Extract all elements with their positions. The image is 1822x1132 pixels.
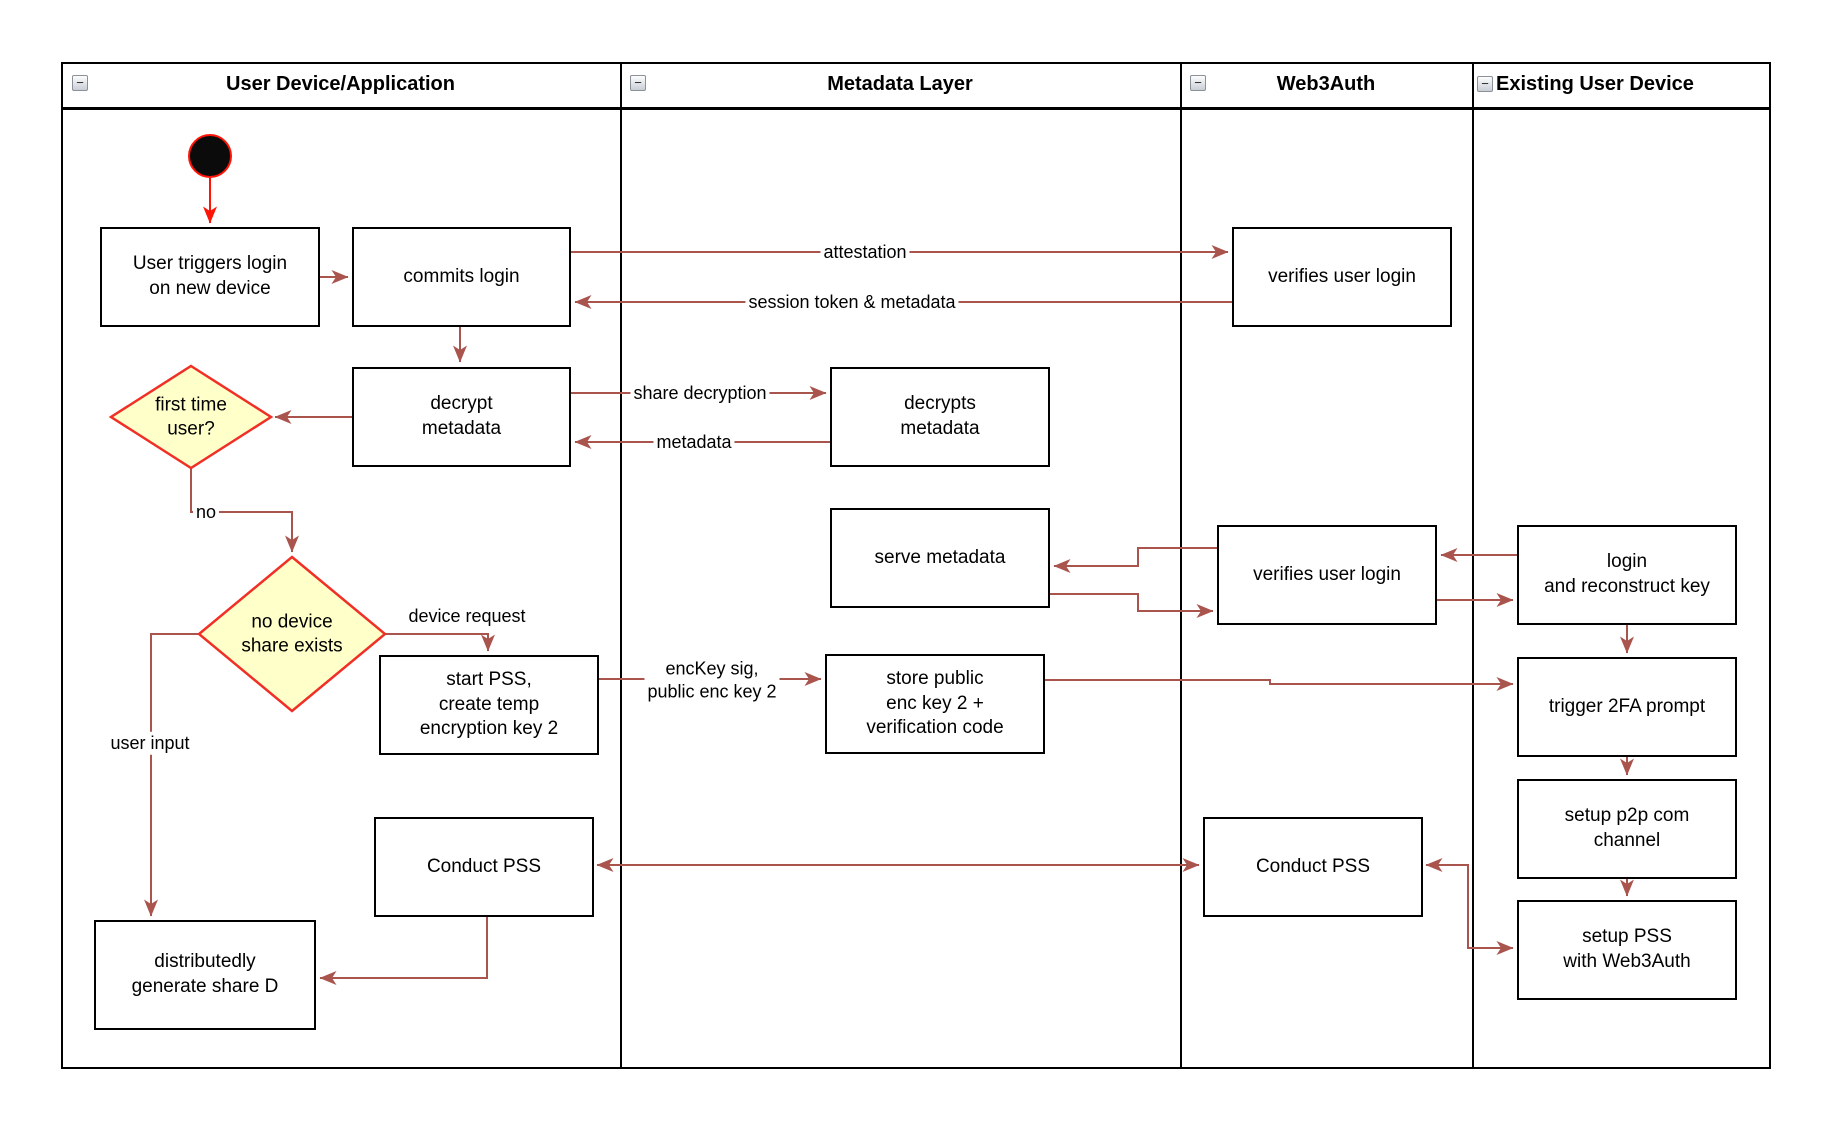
node-start-pss[interactable]: start PSS, create temp encryption key 2 (379, 655, 599, 755)
edge-store-to-trigger-2fa (1045, 677, 1514, 691)
node-verifies-user-login-1[interactable]: verifies user login (1232, 227, 1452, 327)
node-conduct-pss-user[interactable]: Conduct PSS (374, 817, 594, 917)
collapse-icon-metadata-lane[interactable]: − (630, 75, 646, 91)
edge-label-device-request: device request (405, 604, 529, 628)
edge-label-metadata: metadata (653, 430, 735, 454)
node-verifies-user-login-2[interactable]: verifies user login (1217, 525, 1437, 625)
edge-label-session-token: session token & metadata (745, 290, 959, 314)
edge-verifies2-to-serve (1053, 547, 1217, 573)
node-commits-login[interactable]: commits login (352, 227, 571, 327)
node-user-triggers-login[interactable]: User triggers login on new device (100, 227, 320, 327)
lane-header-web3auth[interactable]: Web3Auth (1276, 73, 1376, 95)
lane-separator-1 (620, 62, 622, 1069)
node-decrypt-metadata[interactable]: decrypt metadata (352, 367, 571, 467)
node-setup-pss-web3auth[interactable]: setup PSS with Web3Auth (1517, 900, 1737, 1000)
node-distributedly-generate-share[interactable]: distributedly generate share D (94, 920, 316, 1030)
diamond-label-no-device-share: no device share exists (241, 611, 343, 656)
node-serve-metadata[interactable]: serve metadata (830, 508, 1050, 608)
edge-label-user-input: user input (107, 731, 193, 755)
edge-setup-pss-conduct-pair (1425, 858, 1514, 955)
node-store-public-enc-key[interactable]: store public enc key 2 + verification co… (825, 654, 1045, 754)
edge-serve-to-verifies2 (1050, 593, 1214, 618)
edge-label-no: no (192, 500, 220, 524)
edge-conduct-to-distrib (319, 917, 488, 985)
node-setup-p2p-channel[interactable]: setup p2p com channel (1517, 779, 1737, 879)
edge-user-input (144, 633, 199, 917)
collapse-icon-web3auth-lane[interactable]: − (1190, 75, 1206, 91)
lane-separator-3 (1472, 62, 1474, 1069)
lane-header-divider (61, 107, 1771, 110)
diamond-first-time-user[interactable] (108, 364, 274, 470)
collapse-icon-existing-device-lane[interactable]: − (1477, 76, 1493, 92)
lane-separator-2 (1180, 62, 1182, 1069)
lane-header-user-device[interactable]: User Device/Application (226, 73, 455, 95)
lane-header-existing-user-device[interactable]: Existing User Device (1496, 73, 1694, 95)
diamond-no-device-share[interactable] (197, 555, 387, 713)
node-trigger-2fa-prompt[interactable]: trigger 2FA prompt (1517, 657, 1737, 757)
collapse-icon-user-device-lane[interactable]: − (72, 75, 88, 91)
node-decrypts-metadata[interactable]: decrypts metadata (830, 367, 1050, 467)
edge-device-request (385, 633, 495, 652)
start-node[interactable] (188, 134, 232, 178)
edge-label-attestation: attestation (820, 240, 910, 264)
edge-label-share-decryption: share decryption (630, 381, 770, 405)
node-conduct-pss-web3auth[interactable]: Conduct PSS (1203, 817, 1423, 917)
edge-no-branch (190, 468, 299, 553)
node-login-reconstruct-key[interactable]: login and reconstruct key (1517, 525, 1737, 625)
lane-header-metadata-layer[interactable]: Metadata Layer (827, 73, 973, 95)
edge-label-enckey-sig: encKey sig, public enc key 2 (644, 657, 780, 703)
diamond-label-first-time-user: first time user? (155, 394, 227, 439)
